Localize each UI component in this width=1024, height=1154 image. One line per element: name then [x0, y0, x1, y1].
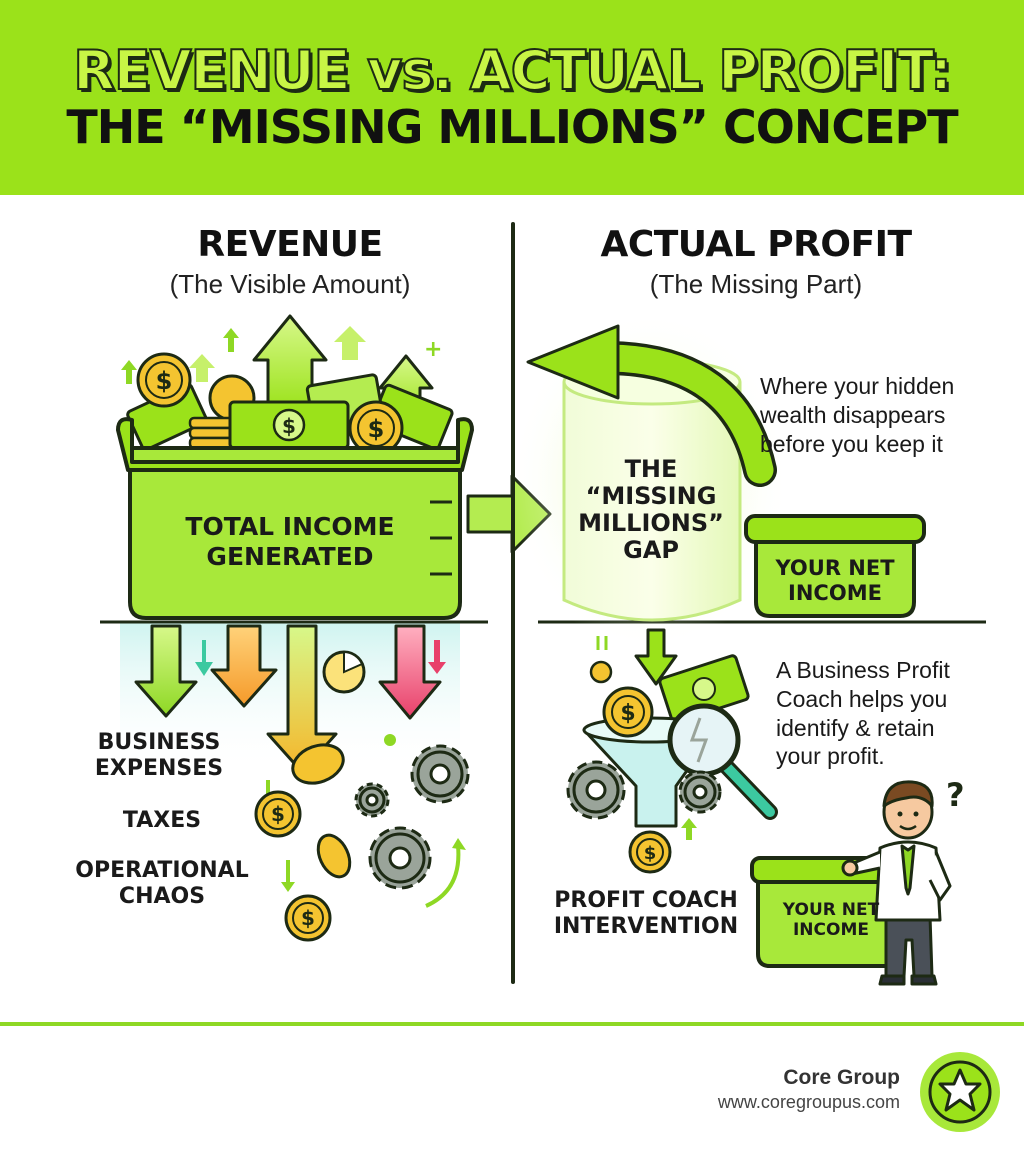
bucket-label: TOTAL INCOME GENERATED: [150, 512, 430, 572]
revenue-subheading: (The Visible Amount): [169, 269, 411, 299]
revenue-heading-block: REVENUE (The Visible Amount): [100, 224, 480, 300]
missing-millions-gap-label: THE “MISSING MILLIONS” GAP: [566, 456, 736, 564]
gear-icon: [566, 760, 626, 820]
revenue-heading: REVENUE: [197, 224, 383, 265]
cycle-arrow-head: [452, 838, 466, 850]
intervention-line-1: PROFIT COACH: [554, 888, 738, 913]
bucket-label-line-1: TOTAL INCOME: [185, 512, 395, 541]
gear-icon: [678, 770, 722, 814]
coach-note-line-1: A Business Profit: [776, 657, 950, 683]
expenses-label: BUSINESS EXPENSES: [88, 730, 230, 783]
cycle-arrow: [425, 845, 461, 908]
chaos-line-1: OPERATIONAL: [75, 858, 249, 883]
core-group-logo-icon: [920, 1052, 1000, 1132]
return-arrow-head: [526, 324, 620, 400]
note-line-1: Where your hidden: [760, 373, 955, 399]
gap-line-4: GAP: [623, 535, 679, 564]
title-line-1: REVENUE vs. ACTUAL PROFIT:: [72, 38, 952, 102]
coin-symbol: $: [368, 415, 385, 443]
falling-coins-right: [589, 636, 613, 684]
center-divider: [511, 222, 515, 984]
bill-symbol: $: [282, 414, 296, 438]
small-up-arrow: [681, 818, 697, 840]
expenses-line-2: EXPENSES: [94, 756, 224, 782]
coin-symbol: $: [644, 843, 657, 864]
gear-icon: [368, 826, 432, 890]
hidden-wealth-note: Where your hidden wealth disappears befo…: [760, 372, 990, 458]
intervention-line-2: INTERVENTION: [553, 914, 739, 940]
chaos-label: OPERATIONAL CHAOS: [62, 858, 262, 911]
footer-divider: [0, 1022, 1024, 1026]
profit-subheading: (The Missing Part): [649, 269, 863, 299]
coin-symbol: $: [156, 367, 173, 395]
brand-block: Core Group www.coregroupus.com: [718, 1066, 900, 1113]
gap-line-1: THE: [624, 455, 678, 483]
question-mark: ?: [946, 776, 965, 814]
coach-note-line-4: your profit.: [776, 743, 885, 770]
note-line-2: wealth disappears: [760, 401, 946, 428]
net-income-small-label: YOUR NET INCOME: [760, 900, 902, 941]
coach-note-line-3: identify & retain: [776, 714, 935, 741]
net-income-small-line-1: YOUR NET: [782, 900, 880, 920]
gear-icon: [410, 744, 470, 804]
small-down-arrow: [195, 640, 213, 676]
header-banner: REVENUE vs. ACTUAL PROFIT: THE “MISSING …: [0, 0, 1024, 195]
profit-coach-character: [841, 780, 952, 986]
money-pile: [126, 352, 454, 456]
net-income-tub-small: [750, 856, 912, 968]
taxes-label: TAXES: [122, 808, 202, 833]
expenses-line-1: BUSINESS: [97, 730, 221, 755]
chaos-line-2: CHAOS: [118, 884, 206, 910]
net-income-small-line-2: INCOME: [792, 920, 869, 941]
title-line-2: THE “MISSING MILLIONS” CONCEPT: [66, 100, 958, 155]
coin-rim: [636, 838, 664, 866]
gap-line-2: “MISSING: [585, 481, 717, 510]
gear-icon: [354, 782, 390, 818]
down-arrow: [634, 628, 678, 686]
revenue-bucket: [116, 417, 474, 620]
return-arrow: [596, 344, 774, 484]
small-down-arrow: [281, 860, 295, 892]
pie-chart-icon: [322, 650, 366, 694]
brand-url[interactable]: www.coregroupus.com: [717, 1092, 900, 1112]
bucket-label-line-2: GENERATED: [206, 542, 374, 571]
profit-heading: ACTUAL PROFIT: [600, 224, 912, 265]
outflow-arrows: [134, 624, 442, 774]
coach-note: A Business Profit Coach helps you identi…: [776, 656, 996, 771]
net-income-line-1: YOUR NET: [775, 556, 895, 580]
small-down-arrow: [428, 640, 446, 674]
note-line-3: before you keep it: [760, 430, 943, 457]
net-income-line-2: INCOME: [788, 581, 882, 606]
coin-symbol: $: [620, 701, 635, 726]
gap-line-3: MILLIONS”: [578, 508, 724, 537]
sparkle: [384, 734, 396, 746]
profit-heading-block: ACTUAL PROFIT (The Missing Part): [556, 224, 956, 300]
coin: [628, 830, 672, 874]
coin-symbol: $: [301, 906, 315, 930]
falling-coins: [254, 743, 352, 942]
coach-note-line-2: Coach helps you: [776, 685, 948, 712]
net-income-label: YOUR NET INCOME: [758, 556, 912, 606]
net-income-tub: [744, 514, 926, 618]
intervention-label: PROFIT COACH INTERVENTION: [548, 888, 744, 941]
brand-name: Core Group: [783, 1066, 900, 1089]
coin-rim: [611, 695, 645, 729]
svg-text:+: +: [424, 337, 442, 362]
coin-symbol: $: [271, 802, 285, 826]
